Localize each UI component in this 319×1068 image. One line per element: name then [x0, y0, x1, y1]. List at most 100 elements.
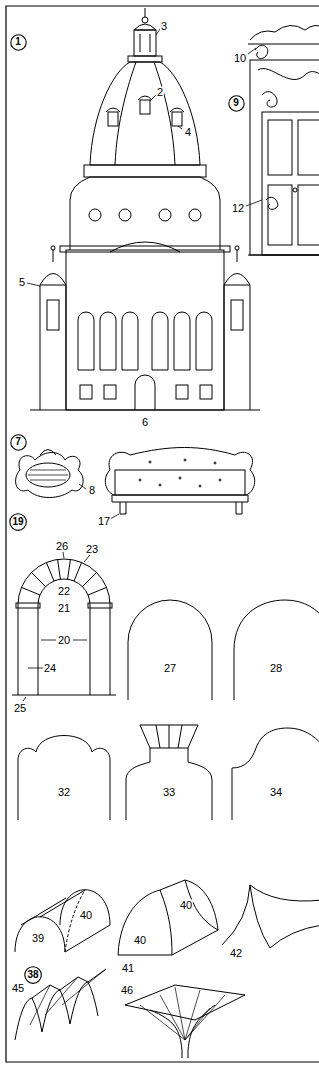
church-illustration: [78, 312, 94, 370]
number-ring: [10, 514, 27, 531]
church-illustration: [84, 165, 206, 177]
vault-diagrams: [140, 987, 225, 1040]
church-illustration: [60, 246, 230, 252]
church-illustration: [176, 385, 188, 399]
callout-number: 40: [179, 900, 193, 911]
church-illustration: [224, 285, 250, 410]
callout-number: 6: [141, 417, 149, 428]
callout-number: 22: [57, 586, 71, 597]
leader-lines: [23, 29, 262, 701]
church-illustration: [231, 300, 243, 330]
arch-diagrams: [12, 695, 116, 696]
leader-lines: [27, 283, 40, 286]
rococo-door: [250, 25, 319, 40]
arch-diagrams: [234, 600, 319, 700]
figure-number-circle: 9: [228, 95, 245, 112]
leader-lines: [248, 48, 256, 54]
church-illustration: [200, 385, 212, 399]
rococo-door: [268, 120, 292, 175]
callout-number: 17: [97, 516, 111, 527]
church-illustration: [119, 209, 131, 221]
sofa: [184, 459, 186, 461]
sofa: [105, 470, 115, 495]
church-illustration: [152, 312, 168, 370]
rococo-door: [250, 60, 319, 255]
church-illustration: [145, 8, 146, 17]
frame-line: [6, 6, 319, 1062]
cartouche: [16, 450, 84, 498]
church-illustration: [89, 209, 101, 221]
sofa: [105, 448, 254, 515]
figure-number-circle: 7: [10, 434, 27, 451]
callout-number: 39: [31, 933, 45, 944]
callout-number: 20: [57, 635, 71, 646]
callout-number: 24: [43, 663, 57, 674]
callout-number: 12: [231, 203, 245, 214]
church-illustration: [122, 312, 138, 370]
arch-diagrams: [38, 579, 90, 695]
callout-number: 46: [120, 985, 134, 996]
callout-number: 45: [11, 983, 25, 994]
sofa: [120, 502, 126, 514]
church-illustration: [134, 24, 156, 30]
leader-lines: [23, 697, 26, 701]
church-illustration: [135, 375, 155, 410]
church-illustration: [140, 34, 141, 52]
rococo-door: [293, 188, 297, 192]
rococo-door: [298, 185, 319, 245]
sofa: [149, 461, 151, 463]
church-illustration: [138, 96, 152, 100]
callout-number: 2: [156, 87, 164, 98]
leader-lines: [63, 552, 64, 558]
church-illustration: [235, 246, 239, 250]
church-illustration: [104, 385, 116, 399]
sofa: [112, 495, 248, 502]
number-ring: [25, 967, 42, 984]
rococo-door: [248, 44, 319, 45]
leader-lines: [110, 514, 119, 519]
church-illustration: [108, 112, 118, 126]
arch-diagrams: [88, 603, 112, 608]
cartouche: [28, 470, 68, 480]
figure-number-circle: 19: [9, 513, 27, 531]
church-illustration: [30, 410, 260, 411]
number-ring: [10, 34, 25, 49]
number-ring: [228, 95, 243, 110]
rococo-door: [262, 92, 277, 107]
church-illustration: [66, 250, 224, 410]
figure-number-circle: 38: [24, 966, 42, 984]
vault-diagrams: [15, 917, 65, 952]
callout-number: 34: [269, 787, 283, 798]
callout-number: 3: [160, 21, 168, 32]
sofa: [199, 485, 201, 487]
vault-diagrams: [65, 925, 110, 952]
figure-number: 19: [12, 517, 23, 527]
callout-number: 25: [13, 703, 27, 714]
cartouche: [40, 450, 56, 456]
sofa: [236, 502, 242, 514]
arch-diagrams: [126, 748, 212, 820]
cartouche: [16, 453, 84, 498]
sofa: [115, 470, 245, 495]
leader-lines: [178, 126, 182, 129]
callout-number: 32: [57, 787, 71, 798]
sofa: [139, 479, 141, 481]
church-illustration: [196, 312, 212, 370]
vault-diagrams: [222, 885, 319, 945]
sofa: [245, 470, 255, 495]
sofa: [159, 484, 161, 486]
rococo-door: [248, 25, 319, 255]
arch-diagrams: [18, 559, 110, 695]
arch-diagrams: [12, 559, 319, 820]
church-illustration: [30, 8, 260, 410]
church-illustration: [100, 312, 116, 370]
figure-number: 7: [15, 437, 21, 447]
church-illustration: [150, 34, 151, 52]
callout-number: 40: [79, 910, 93, 921]
church-illustration: [106, 108, 120, 112]
rococo-door: [255, 45, 268, 58]
arch-diagrams: [128, 600, 212, 700]
arch-diagrams: [16, 603, 40, 608]
leader-lines: [246, 200, 262, 206]
